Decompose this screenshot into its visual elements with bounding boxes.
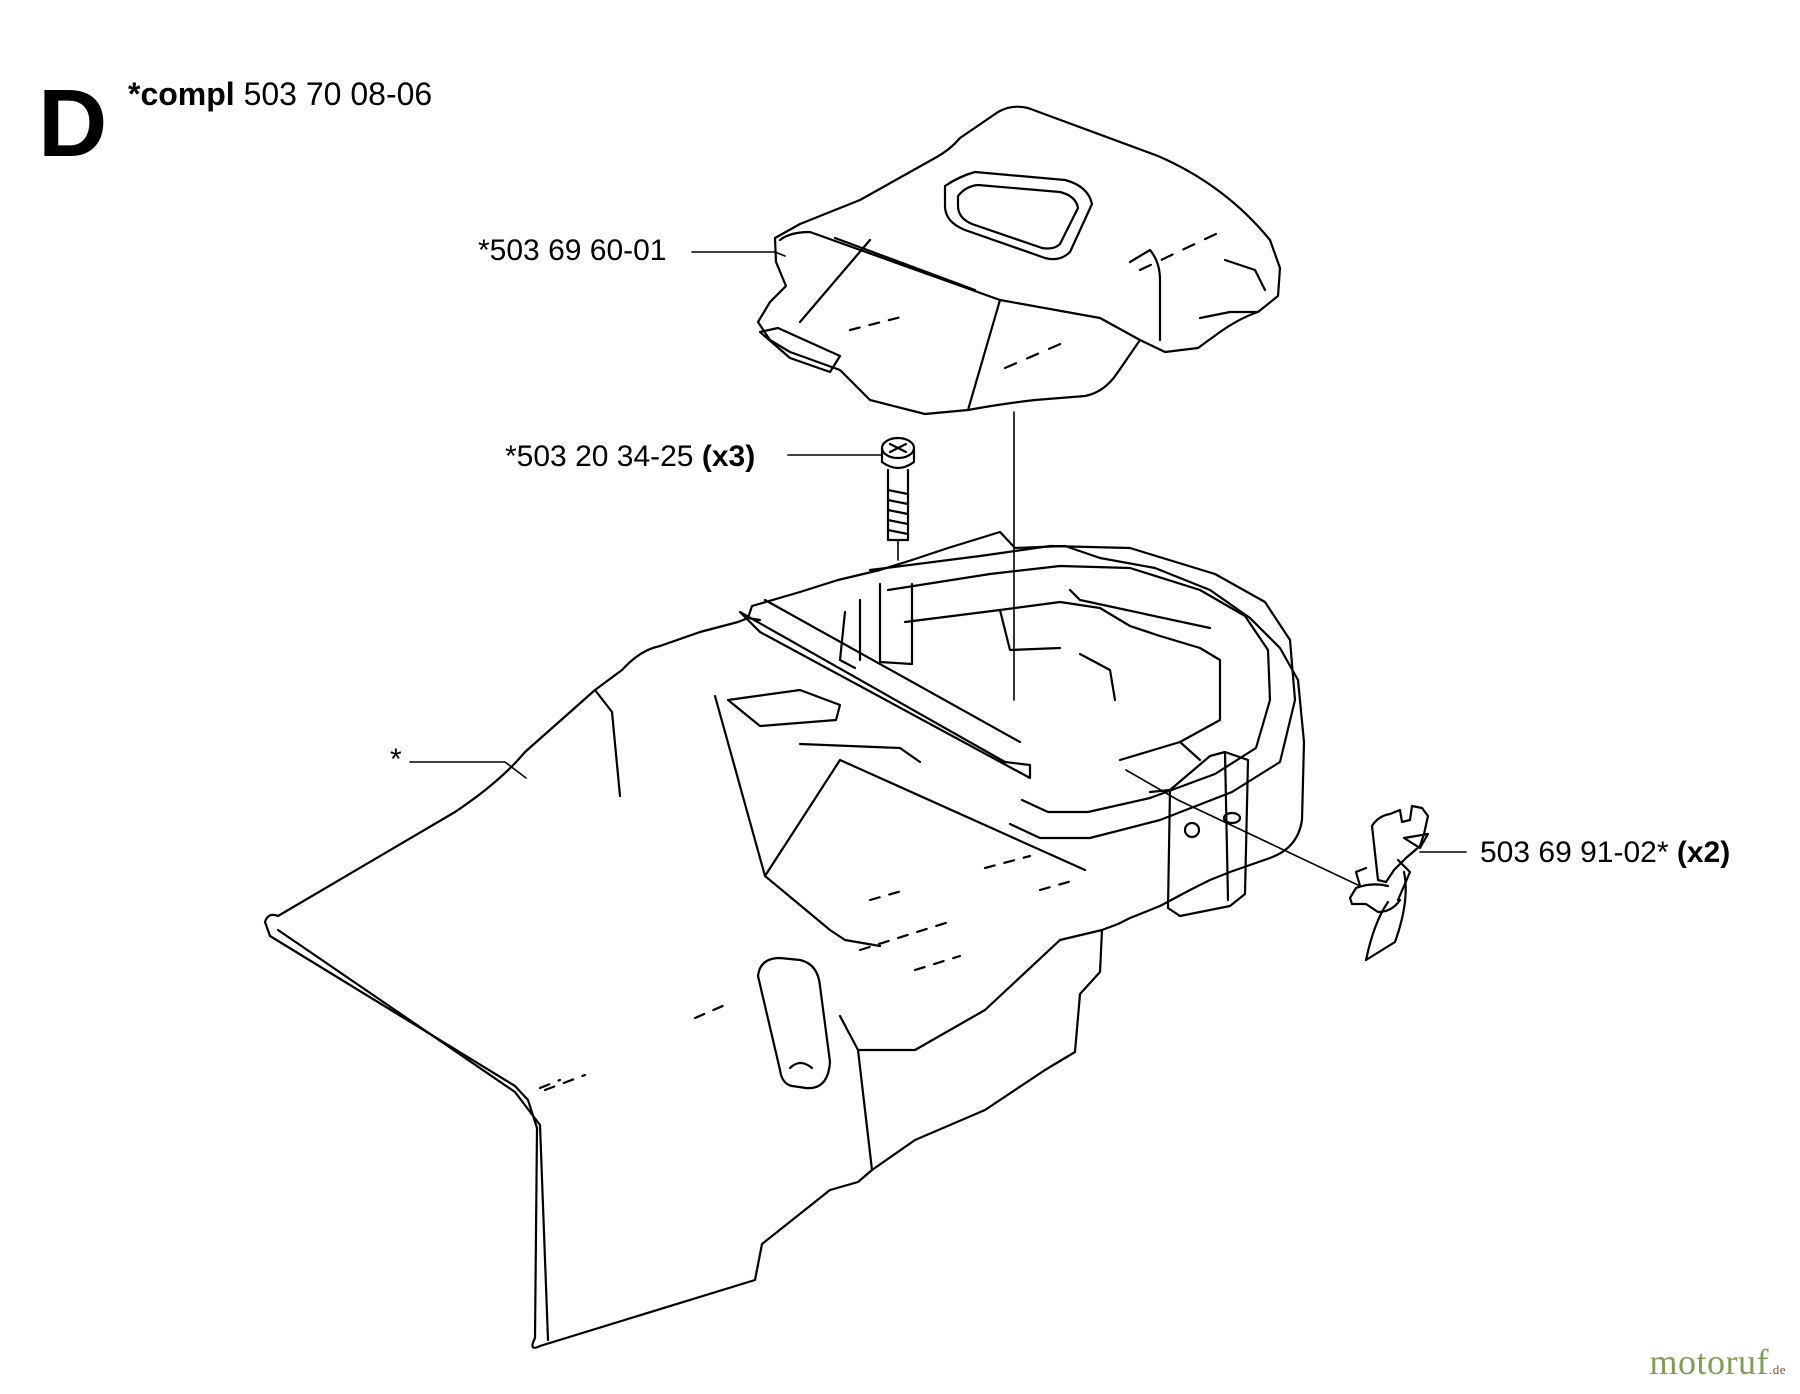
title-part-number: 503 70 08-06 <box>243 76 433 112</box>
callout-housing: * <box>390 745 402 775</box>
watermark-logo: motoruf.de <box>1649 1344 1786 1380</box>
top-cover-part <box>756 105 1282 416</box>
callout-clip: 503 69 91-02* (x2) <box>1480 838 1730 868</box>
quantity: (x3) <box>701 440 756 473</box>
part-number: *503 69 60-01 <box>478 234 667 267</box>
callout-top-cover: *503 69 60-01 <box>478 236 667 266</box>
part-number: *503 20 34-25 <box>505 440 694 473</box>
housing-part <box>263 530 1306 1349</box>
quantity: (x2) <box>1676 836 1731 869</box>
assembly-title: *compl 503 70 08-06 <box>128 78 432 110</box>
leader-lines <box>409 251 1467 887</box>
watermark-brand: motoruf <box>1649 1342 1769 1382</box>
screw-part <box>880 436 916 542</box>
watermark-tld: .de <box>1768 1362 1786 1377</box>
part-number: * <box>390 743 402 776</box>
title-prefix: *compl <box>128 76 235 112</box>
callout-screw: *503 20 34-25 (x3) <box>505 442 755 472</box>
part-number: 503 69 91-02* <box>1480 836 1669 869</box>
clip-part <box>1348 804 1430 962</box>
section-letter: D <box>38 70 108 177</box>
